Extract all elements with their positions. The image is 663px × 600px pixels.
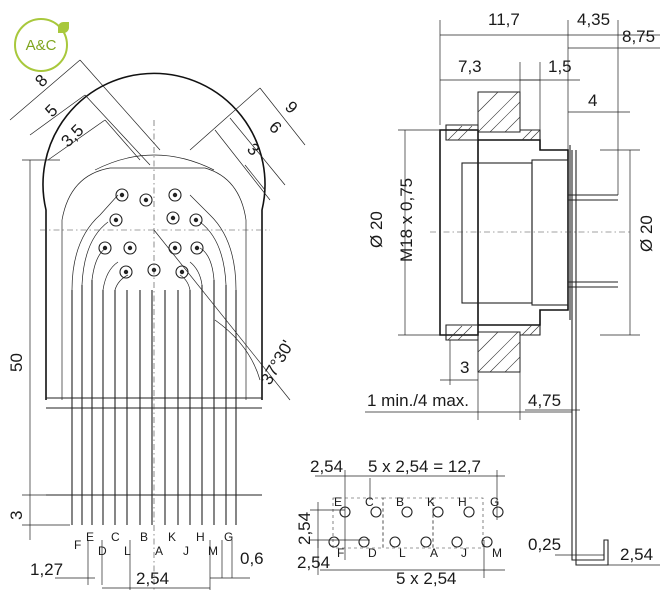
dim-thread: M18 x 0,75 bbox=[397, 178, 416, 262]
pcb-dim-top-span: 5 x 2,54 = 12,7 bbox=[368, 457, 481, 476]
pin-label-G: G bbox=[224, 530, 233, 544]
logo-text: A&C bbox=[25, 36, 57, 54]
pcb-layout: E C B K H G F D L A J M 2,54 5 x 2,54 = … bbox=[295, 457, 505, 588]
dim-2-54-front: 2,54 bbox=[136, 569, 169, 588]
side-view: 11,7 4,35 8,75 7,3 1,5 4 Ø 20 M18 x 0,75… bbox=[365, 10, 660, 566]
housing-side bbox=[439, 129, 479, 336]
dim-4: 4 bbox=[588, 91, 597, 110]
dim-0-6: 0,6 bbox=[240, 549, 264, 568]
panel-wall bbox=[477, 91, 521, 373]
pin-label-F: F bbox=[74, 538, 81, 552]
pin-label-C: C bbox=[111, 530, 120, 544]
dim-4-75: 4,75 bbox=[528, 391, 561, 410]
pcb-dim-bottom-span: 5 x 2,54 bbox=[396, 569, 457, 588]
dim-dia20-right: Ø 20 bbox=[637, 215, 656, 252]
pcb-bottom-F: F bbox=[337, 546, 344, 560]
dim-3: 3 bbox=[243, 139, 263, 159]
dim-5: 5 bbox=[41, 101, 61, 121]
pcb-top-B: B bbox=[396, 495, 404, 509]
dim-3-side: 3 bbox=[460, 358, 469, 377]
dim-1-27: 1,27 bbox=[30, 560, 63, 579]
pcb-top-E: E bbox=[334, 495, 342, 509]
pcb-bottom-J: J bbox=[461, 546, 467, 560]
pcb-dim-2-54-left: 2,54 bbox=[297, 553, 330, 572]
pcb-dim-2-54-top: 2,54 bbox=[310, 457, 343, 476]
leaf-icon bbox=[58, 22, 69, 33]
pin-contacts bbox=[98, 188, 204, 279]
dim-2-54-side: 2,54 bbox=[620, 545, 653, 564]
pcb-holes bbox=[328, 506, 504, 548]
pin-label-E: E bbox=[86, 530, 94, 544]
pcb-top-G: G bbox=[490, 495, 499, 509]
pcb-top-C: C bbox=[365, 495, 374, 509]
dim-6: 6 bbox=[265, 117, 285, 137]
pin-label-M: M bbox=[208, 544, 218, 558]
pin-label-D: D bbox=[98, 544, 107, 558]
dim-1-5: 1,5 bbox=[548, 57, 572, 76]
pcb-bottom-D: D bbox=[368, 546, 377, 560]
front-view: 8 5 3,5 9 6 3 50 3 37°30' 1,27 2,54 0,6 … bbox=[7, 59, 306, 590]
pin-label-J: J bbox=[183, 544, 189, 558]
dim-7-3: 7,3 bbox=[458, 57, 482, 76]
pin-label-B: B bbox=[140, 530, 148, 544]
dim-dia20-left: Ø 20 bbox=[367, 211, 386, 248]
dim-8: 8 bbox=[31, 71, 51, 91]
pcb-bottom-M: M bbox=[492, 546, 502, 560]
inner-outline bbox=[61, 167, 247, 400]
dim-9: 9 bbox=[281, 97, 301, 117]
pcb-top-H: H bbox=[458, 495, 467, 509]
pcb-bottom-L: L bbox=[399, 546, 406, 560]
dim-angle: 37°30' bbox=[257, 337, 297, 388]
dim-50: 50 bbox=[7, 353, 26, 372]
pin-label-H: H bbox=[196, 530, 205, 544]
pcb-top-K: K bbox=[427, 495, 435, 509]
pin-label-K: K bbox=[168, 530, 176, 544]
dim-panel: 1 min./4 max. bbox=[367, 391, 469, 410]
arc-guide bbox=[94, 154, 215, 171]
dim-8-75: 8,75 bbox=[622, 27, 655, 46]
dim-3-bottom: 3 bbox=[7, 511, 26, 520]
dim-4-35: 4,35 bbox=[577, 10, 610, 29]
pcb-bottom-A: A bbox=[430, 546, 438, 560]
dim-3-5: 3,5 bbox=[57, 121, 87, 151]
dim-11-7: 11,7 bbox=[488, 10, 520, 29]
company-logo: A&C bbox=[14, 18, 69, 72]
pin-label-A: A bbox=[155, 544, 163, 558]
pcb-dim-2-54-vert: 2,54 bbox=[295, 512, 314, 545]
dim-0-25: 0,25 bbox=[528, 535, 561, 554]
pin-label-L: L bbox=[124, 544, 131, 558]
